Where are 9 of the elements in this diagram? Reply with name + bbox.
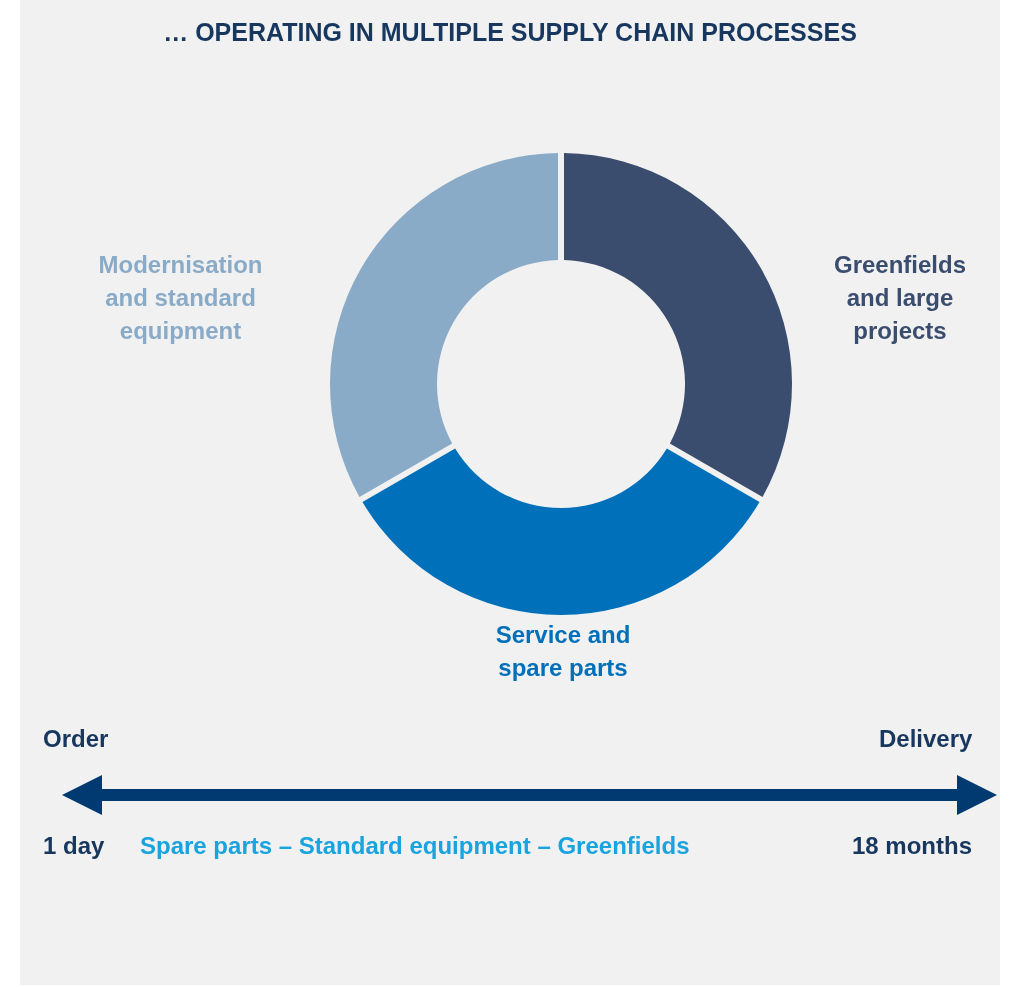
duration-label: 1 day (43, 832, 105, 860)
title: … OPERATING IN MULTIPLE SUPPLY CHAIN PROCESSES (162, 18, 858, 47)
range-label: Spare parts – Standard equipment – Greenfields (140, 832, 690, 860)
axis-label: Delivery (879, 725, 973, 753)
segment-label: Modernisation and standard equipment (78, 248, 283, 347)
segment-label: Service and spare parts (478, 618, 648, 684)
segment-label: Greenfields and large projects (815, 248, 985, 347)
axis-label: Order (43, 725, 109, 753)
duration-label: 18 months (852, 832, 973, 860)
